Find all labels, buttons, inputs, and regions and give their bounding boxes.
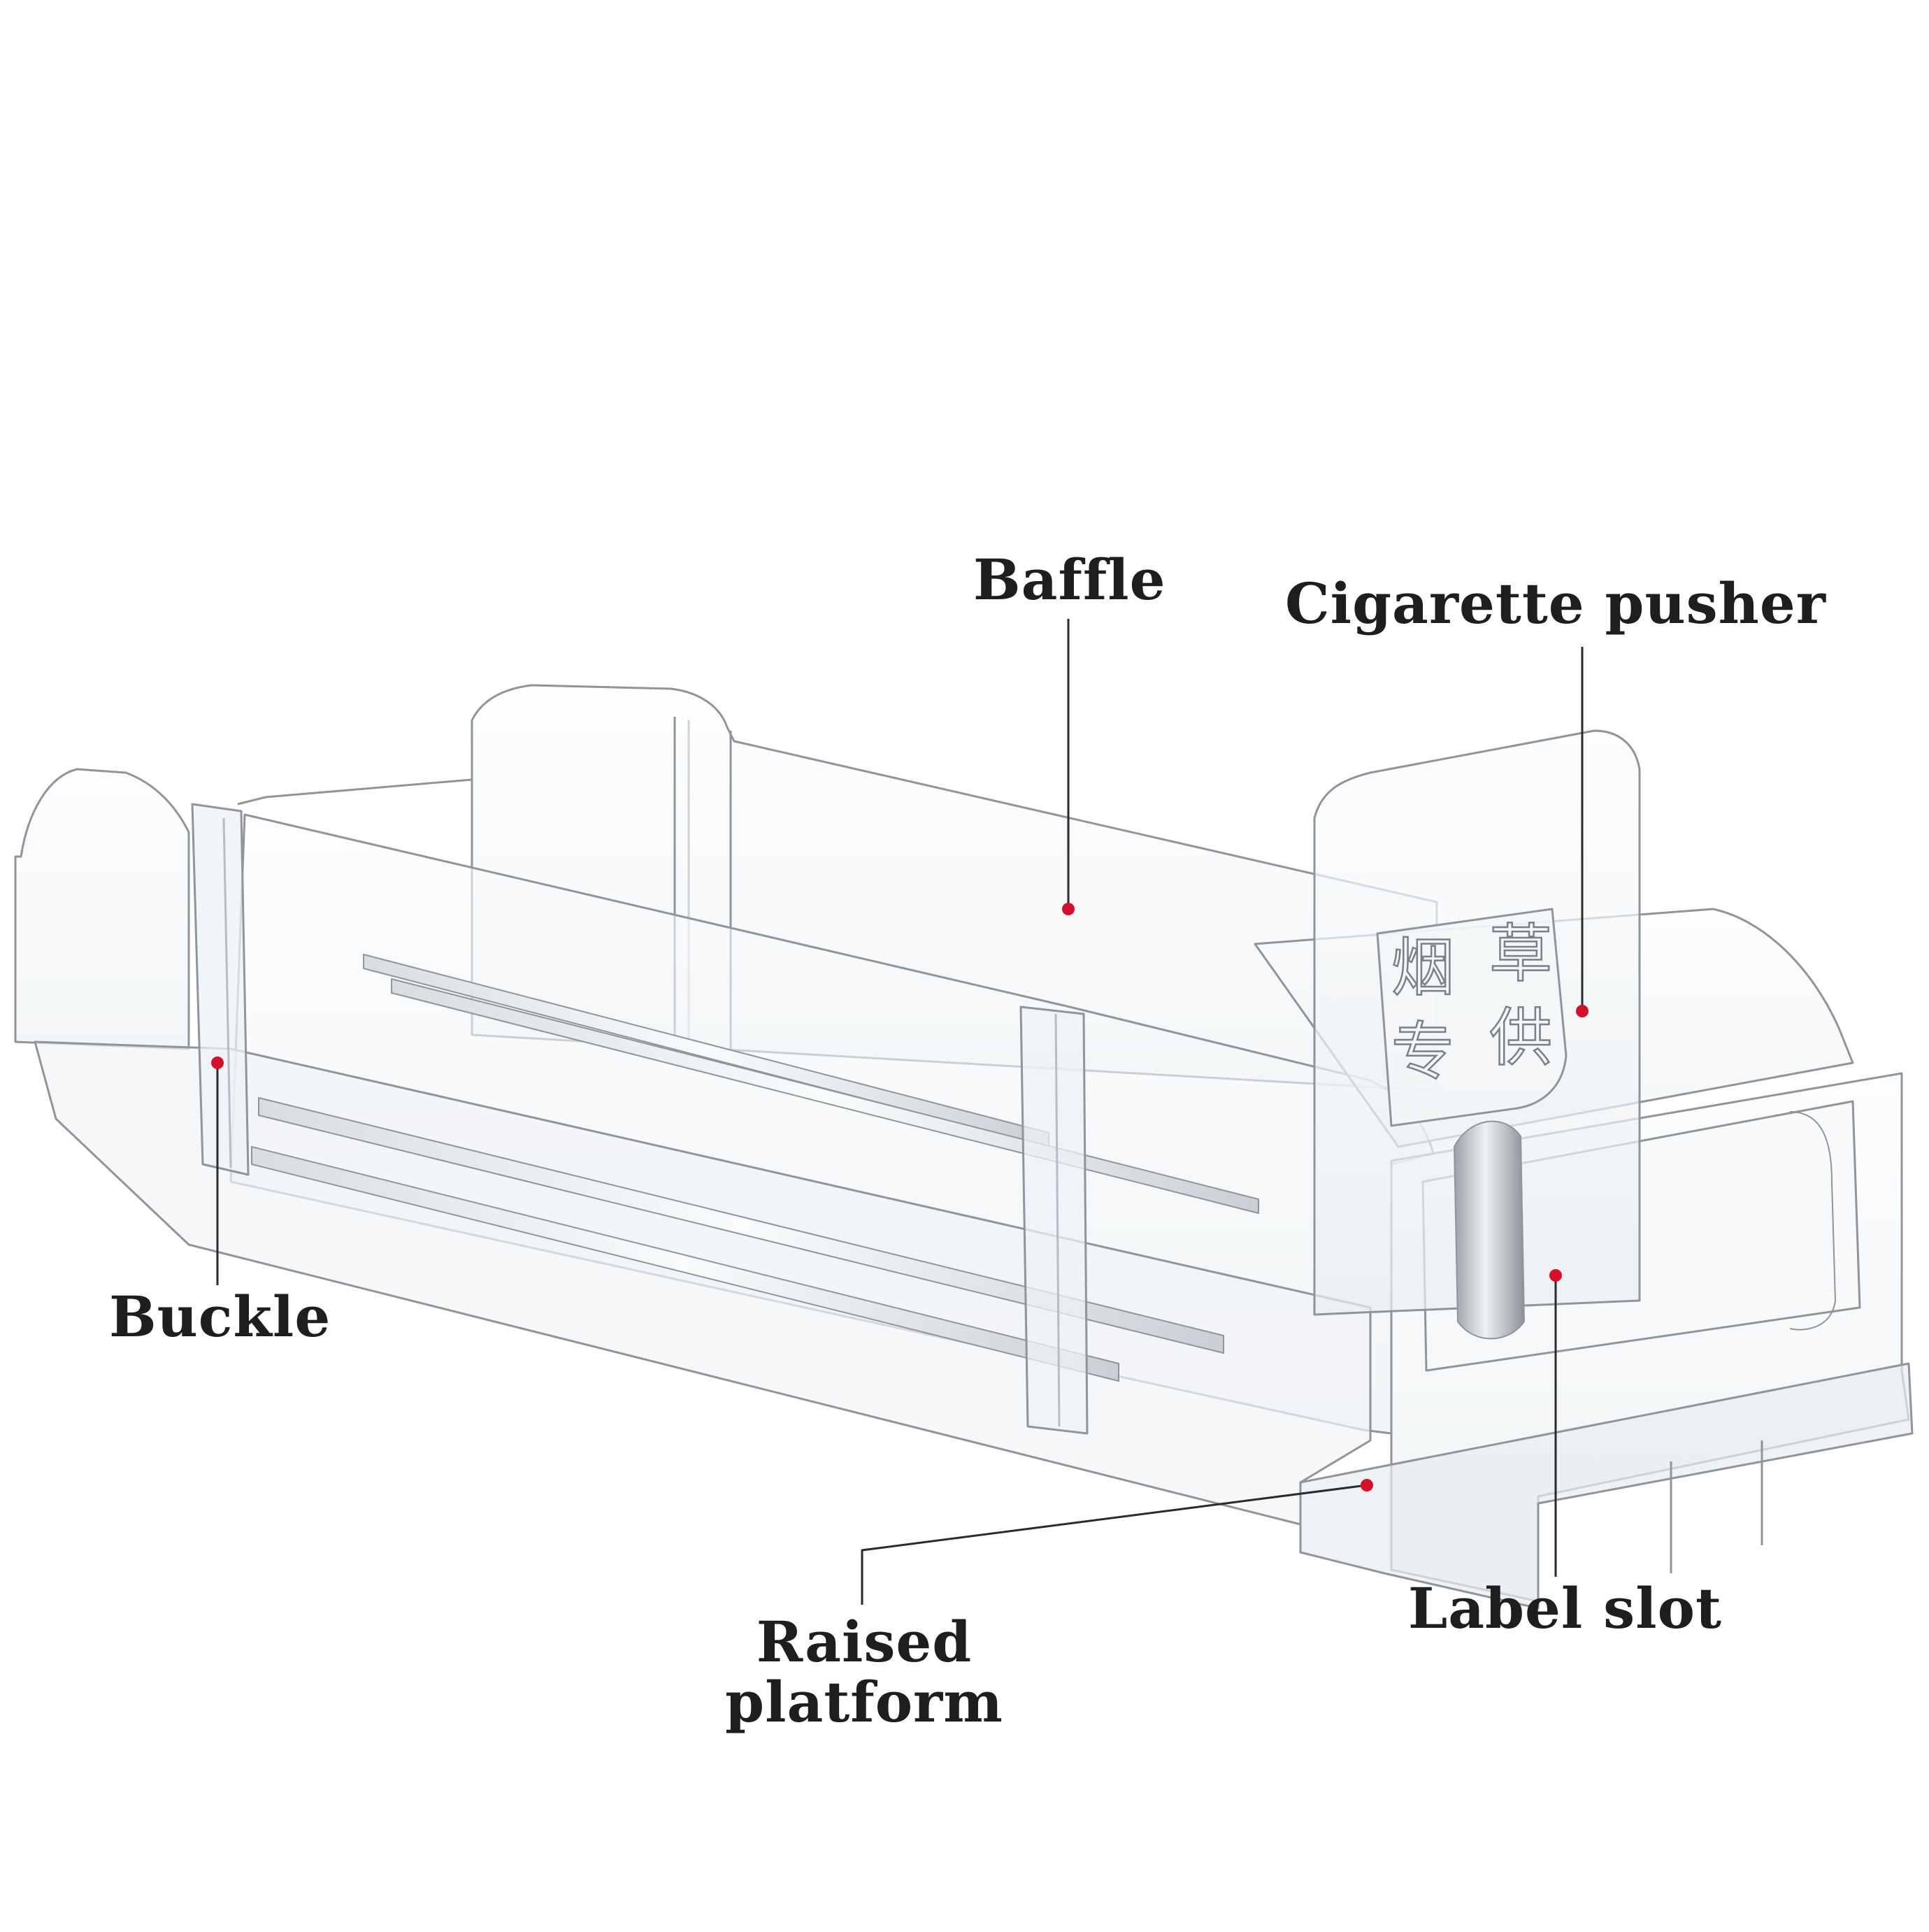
tray-body (14, 684, 1914, 1610)
marker-dot-raised (1361, 1479, 1373, 1491)
leader-lines (216, 619, 1584, 1605)
front-block-cutout (1789, 1111, 1836, 1331)
buckle-divider (191, 803, 250, 1176)
floor-rail (251, 1146, 1119, 1382)
rear-left-wall (14, 768, 190, 1050)
pusher-spring (1454, 1120, 1525, 1340)
label-cigarette-pusher: Cigarette pusher (1285, 571, 1826, 636)
pusher-shield (1376, 908, 1568, 1127)
label-baffle: Baffle (973, 547, 1166, 613)
floor-rail (258, 1097, 1224, 1354)
baffle-notch (237, 778, 473, 806)
leader-line-raised (861, 1484, 1368, 1605)
embossed-char: 烟 (1391, 931, 1454, 1005)
embossed-char: 专 (1391, 1015, 1454, 1089)
marker-dots (211, 903, 1589, 1491)
label-buckle: Buckle (109, 1284, 331, 1350)
label-raised-platform: Raised platform (724, 1612, 1004, 1733)
buckle-divider (1019, 1006, 1089, 1435)
embossed-char: 供 (1489, 1001, 1552, 1075)
marker-dot-slot (1549, 1269, 1562, 1282)
embossed-char: 草 (1489, 917, 1552, 991)
marker-dot-pusher (1576, 1005, 1589, 1017)
label-label-slot: Label slot (1408, 1575, 1722, 1641)
label-raised-platform-line1: Raised (756, 1609, 973, 1675)
pusher-embossed-text: 烟 草 专 供 (1391, 917, 1554, 1090)
label-raised-platform-line2: platform (725, 1669, 1003, 1736)
marker-dot-baffle (1062, 903, 1075, 915)
marker-dot-buckle (211, 1057, 224, 1069)
